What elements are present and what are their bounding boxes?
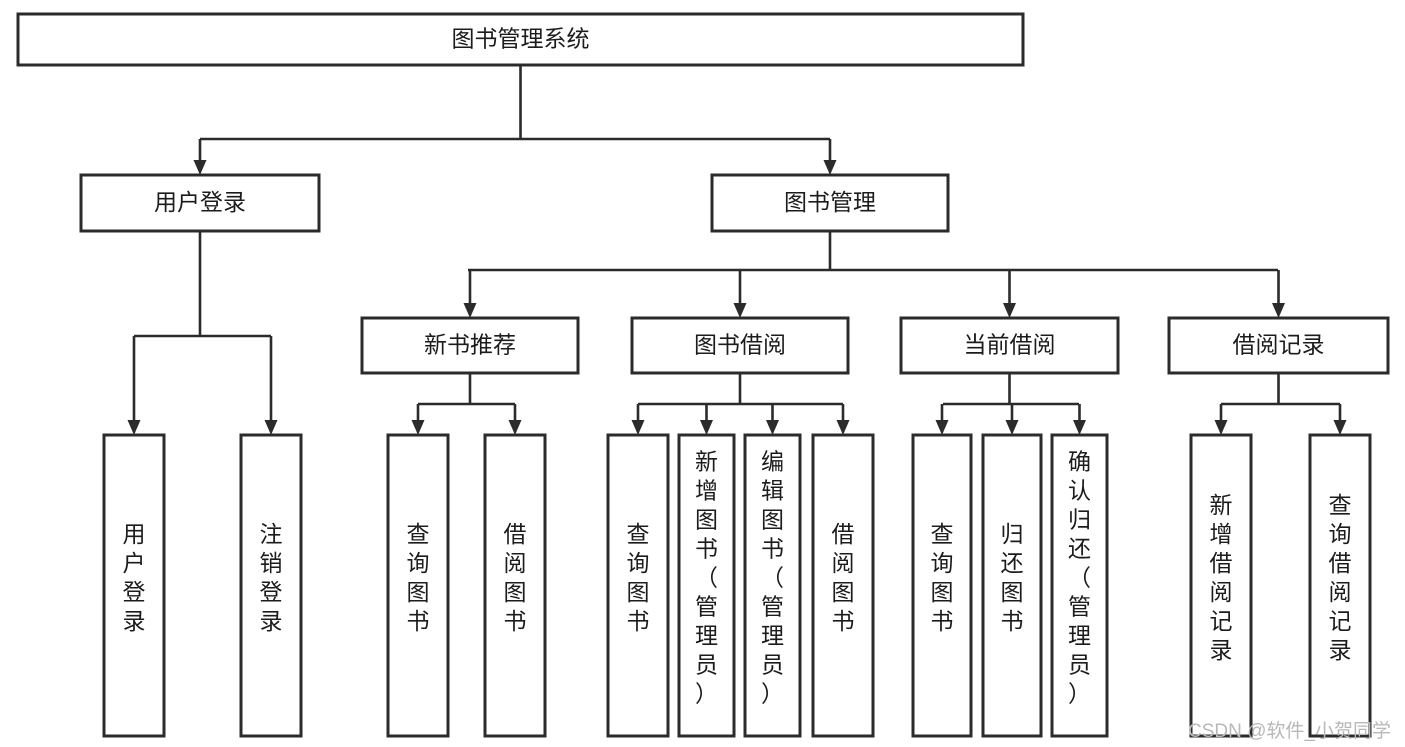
arrow-head-leaf-query-book-rec: [411, 420, 425, 435]
node-box-leaf-query-borrow-record: [1308, 433, 1372, 738]
node-leaf-confirm-return-admin[interactable]: 确认归还（管理员）: [1050, 433, 1109, 738]
arrow-head-leaf-query-book-borrow: [631, 420, 645, 435]
node-box-leaf-query-book-cur: [911, 433, 973, 738]
node-label-leaf-logout: 注销登录: [260, 521, 283, 634]
node-box-leaf-edit-book-admin: [743, 433, 802, 738]
node-box-leaf-logout: [239, 433, 303, 738]
node-leaf-query-book-cur[interactable]: 查询图书: [911, 433, 973, 738]
arrow-head-leaf-add-book-admin: [700, 420, 713, 435]
node-current-borrow[interactable]: 当前借阅: [899, 316, 1120, 375]
node-label-leaf-query-book-borrow: 查询图书: [627, 521, 650, 634]
arrow-head-leaf-logout: [264, 420, 278, 435]
node-leaf-return-book[interactable]: 归还图书: [981, 433, 1043, 738]
arrow-head-leaf-return-book: [1005, 420, 1019, 435]
node-label-leaf-edit-book-admin: 编辑图书（管理员）: [761, 449, 784, 707]
arrow-head-book-manage: [823, 160, 837, 175]
node-box-leaf-query-book-borrow: [606, 433, 670, 738]
arrow-head-leaf-edit-book-admin: [766, 420, 779, 435]
node-leaf-query-book-rec[interactable]: 查询图书: [386, 433, 450, 738]
node-label-book-borrow: 图书借阅: [694, 332, 786, 358]
node-user-login[interactable]: 用户登录: [79, 173, 321, 233]
node-label-root: 图书管理系统: [452, 26, 590, 52]
connector-layer: [127, 65, 1347, 435]
node-label-new-book-recommend: 新书推荐: [424, 332, 516, 358]
node-leaf-borrow-book[interactable]: 借阅图书: [811, 433, 875, 738]
node-new-book-recommend[interactable]: 新书推荐: [360, 316, 580, 375]
node-box-new-book-recommend: [360, 316, 580, 375]
node-leaf-user-login[interactable]: 用户登录: [102, 433, 166, 738]
node-label-leaf-confirm-return-admin: 确认归还（管理员）: [1068, 449, 1091, 707]
node-box-current-borrow: [899, 316, 1120, 375]
node-label-leaf-user-login: 用户登录: [123, 521, 146, 634]
node-label-leaf-borrow-book: 借阅图书: [832, 521, 855, 634]
node-label-leaf-query-book-rec: 查询图书: [407, 521, 430, 634]
node-leaf-add-book-admin[interactable]: 新增图书（管理员）: [677, 433, 736, 738]
node-box-leaf-borrow-book: [811, 433, 875, 738]
node-label-leaf-query-borrow-record: 查询借阅记录: [1329, 492, 1352, 663]
node-leaf-edit-book-admin[interactable]: 编辑图书（管理员）: [743, 433, 802, 738]
node-box-leaf-add-book-admin: [677, 433, 736, 738]
arrow-head-current-borrow: [1003, 303, 1016, 318]
node-label-leaf-borrow-book-rec: 借阅图书: [504, 521, 527, 634]
node-label-leaf-add-book-admin: 新增图书（管理员）: [695, 449, 718, 707]
node-leaf-add-borrow-record[interactable]: 新增借阅记录: [1189, 433, 1253, 738]
node-label-leaf-add-borrow-record: 新增借阅记录: [1210, 492, 1233, 663]
node-borrow-record[interactable]: 借阅记录: [1167, 316, 1390, 375]
node-label-book-manage: 图书管理: [784, 189, 876, 215]
node-box-book-manage: [710, 173, 950, 233]
node-layer: 图书管理系统用户登录图书管理新书推荐图书借阅当前借阅借阅记录用户登录注销登录查询…: [16, 12, 1390, 738]
node-leaf-query-borrow-record[interactable]: 查询借阅记录: [1308, 433, 1372, 738]
node-label-leaf-return-book: 归还图书: [1001, 521, 1024, 634]
node-book-borrow[interactable]: 图书借阅: [630, 316, 850, 375]
arrow-head-leaf-borrow-book-rec: [508, 420, 522, 435]
arrow-head-leaf-confirm-return-admin: [1073, 420, 1086, 435]
node-label-borrow-record: 借阅记录: [1233, 332, 1325, 358]
arrow-head-leaf-query-book-cur: [935, 420, 949, 435]
csdn-watermark: CSDN @软件_小贺同学: [1188, 721, 1391, 742]
node-box-leaf-user-login: [102, 433, 166, 738]
node-leaf-borrow-book-rec[interactable]: 借阅图书: [483, 433, 547, 738]
arrow-head-book-borrow: [733, 303, 747, 318]
arrow-head-user-login: [193, 160, 207, 175]
arrow-head-leaf-add-borrow-record: [1214, 420, 1228, 435]
arrow-head-borrow-record: [1272, 303, 1285, 318]
node-book-manage[interactable]: 图书管理: [710, 173, 950, 233]
node-leaf-query-book-borrow[interactable]: 查询图书: [606, 433, 670, 738]
node-label-leaf-query-book-cur: 查询图书: [931, 521, 954, 634]
arrow-head-leaf-user-login: [127, 420, 141, 435]
arrow-head-new-book-recommend: [463, 303, 477, 318]
node-box-leaf-confirm-return-admin: [1050, 433, 1109, 738]
node-box-borrow-record: [1167, 316, 1390, 375]
node-box-leaf-add-borrow-record: [1189, 433, 1253, 738]
node-box-leaf-return-book: [981, 433, 1043, 738]
node-box-leaf-borrow-book-rec: [483, 433, 547, 738]
arrow-head-leaf-borrow-book: [836, 420, 850, 435]
node-label-current-borrow: 当前借阅: [964, 332, 1056, 358]
node-label-user-login: 用户登录: [154, 189, 246, 215]
node-leaf-logout[interactable]: 注销登录: [239, 433, 303, 738]
node-box-leaf-query-book-rec: [386, 433, 450, 738]
node-root[interactable]: 图书管理系统: [16, 12, 1025, 67]
node-box-book-borrow: [630, 316, 850, 375]
arrow-head-leaf-query-borrow-record: [1333, 420, 1347, 435]
node-box-root: [16, 12, 1025, 67]
node-box-user-login: [79, 173, 321, 233]
